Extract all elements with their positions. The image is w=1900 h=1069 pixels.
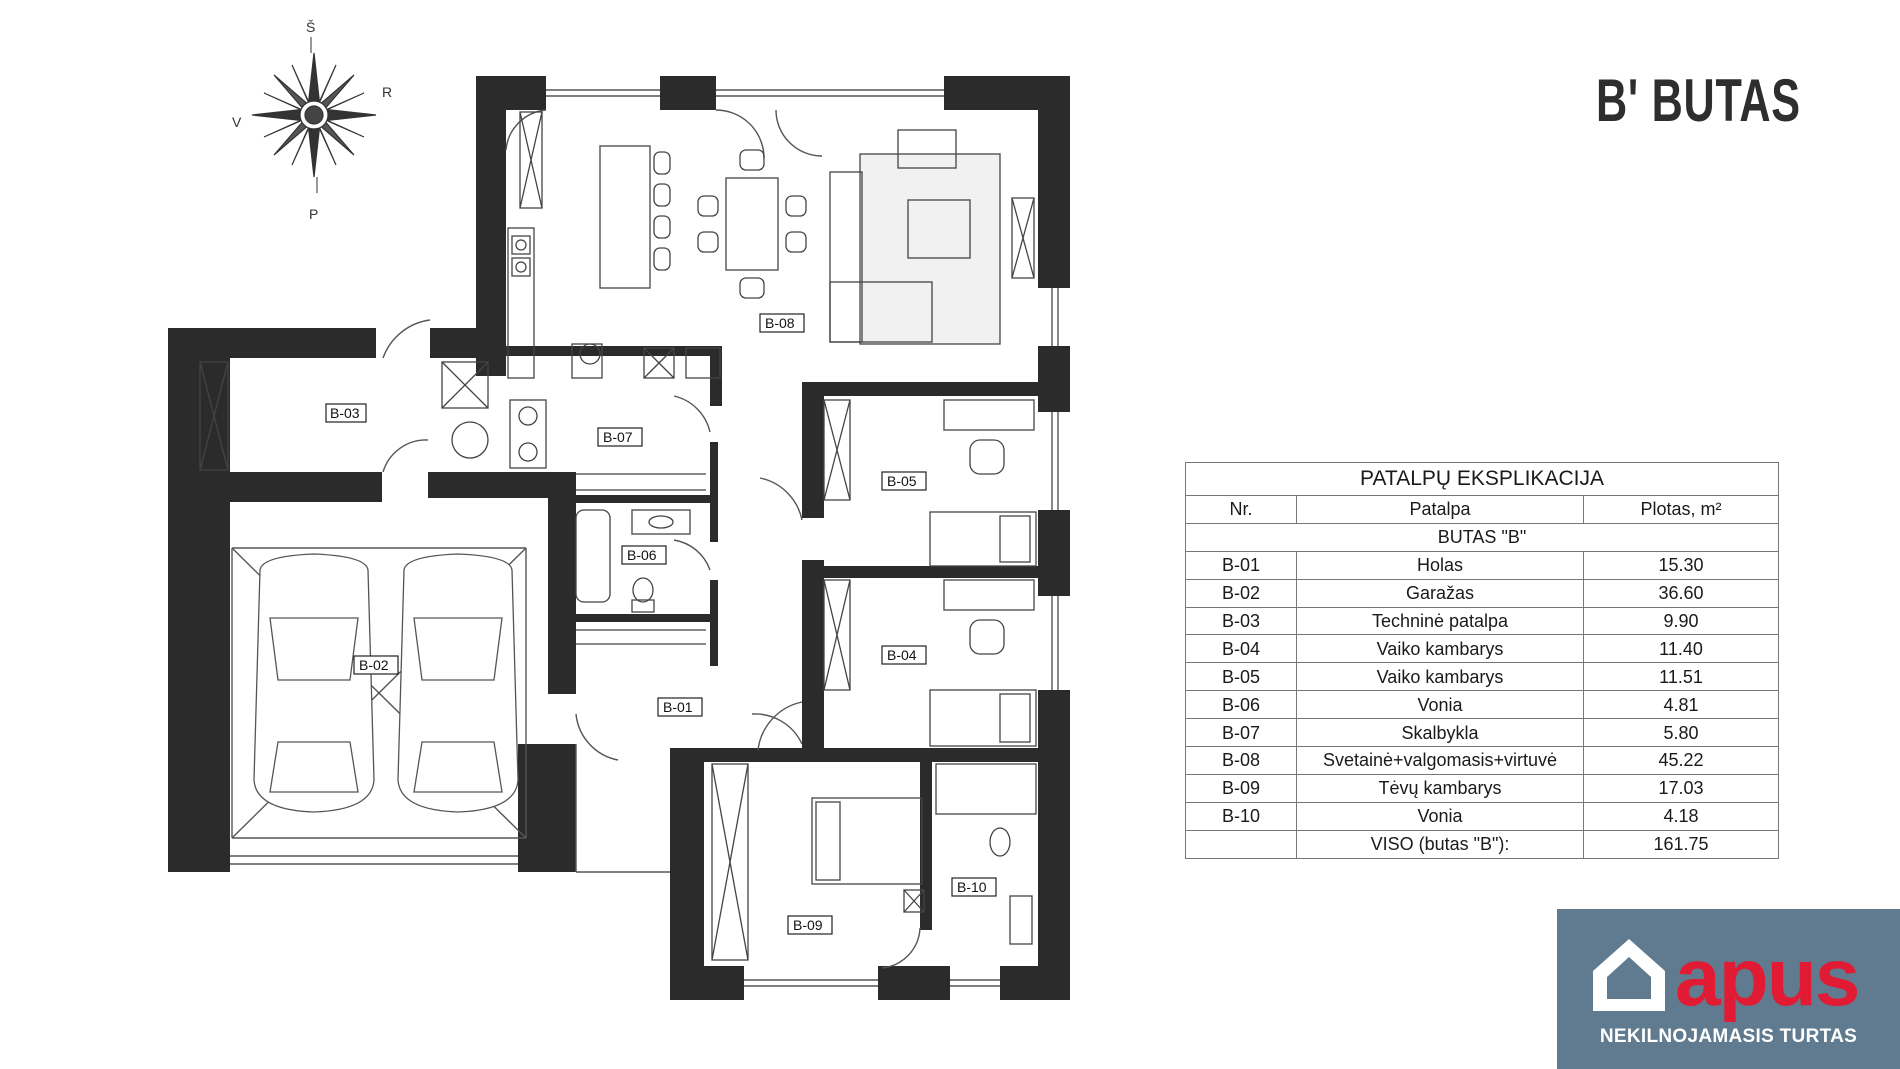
plan-title: B' BUTAS [1596, 67, 1801, 134]
cell-nr: B-09 [1185, 773, 1297, 803]
cell-nr: B-07 [1185, 718, 1297, 748]
cell-area: 17.03 [1583, 773, 1779, 803]
cell-area: 11.51 [1583, 662, 1779, 692]
room-label-b02: B-02 [359, 657, 389, 673]
cell-room: Techninė patalpa [1296, 606, 1584, 636]
room-label-b10: B-10 [957, 879, 987, 895]
cell-room: Vonia [1296, 690, 1584, 720]
cell-room: Holas [1296, 550, 1584, 580]
compass-rose: Š P R V [232, 19, 392, 222]
header-room: Patalpa [1296, 495, 1584, 524]
cell-nr: B-01 [1185, 550, 1297, 580]
room-label-b03: B-03 [330, 405, 360, 421]
cell-room: Vaiko kambarys [1296, 634, 1584, 664]
table-title: PATALPŲ EKSPLIKACIJA [1185, 462, 1779, 496]
cell-nr: B-08 [1185, 746, 1297, 775]
room-label-b01: B-01 [663, 699, 693, 715]
room-label-b07: B-07 [603, 429, 633, 445]
cell-nr: B-06 [1185, 690, 1297, 720]
room-label-b06: B-06 [627, 547, 657, 563]
cell-room: Vaiko kambarys [1296, 662, 1584, 692]
cell-nr: B-02 [1185, 578, 1297, 608]
cell-nr: B-10 [1185, 801, 1297, 831]
logo-tagline: NEKILNOJAMASIS TURTAS [1599, 1026, 1858, 1047]
cell-nr: B-05 [1185, 662, 1297, 692]
cell-area: 11.40 [1583, 634, 1779, 664]
house-icon [1593, 939, 1665, 1011]
cell-nr: B-03 [1185, 606, 1297, 636]
cell-area: 5.80 [1583, 718, 1779, 748]
cell-room: Vonia [1296, 801, 1584, 831]
table-total-row: VISO (butas "B"): 161.75 [1185, 829, 1779, 859]
total-value: 161.75 [1583, 829, 1779, 859]
cell-nr: B-04 [1185, 634, 1297, 664]
logo-wordmark: apus [1675, 932, 1860, 1023]
compass-south: P [309, 206, 318, 222]
total-label: VISO (butas "B"): [1296, 829, 1584, 859]
room-label-b05: B-05 [887, 473, 917, 489]
cell-area: 9.90 [1583, 606, 1779, 636]
apus-logo: apus NEKILNOJAMASIS TURTAS [1557, 909, 1900, 1069]
room-label-b09: B-09 [793, 917, 823, 933]
cell-room: Tėvų kambarys [1296, 773, 1584, 803]
table-section: BUTAS "B" [1185, 522, 1779, 552]
table-header-row: Nr. Patalpa Plotas, m² [1185, 495, 1779, 524]
room-labels: B-03 B-07 B-08 B-05 B-06 B-04 B-02 B-01 … [325, 313, 997, 935]
compass-west: V [232, 114, 242, 130]
cell-room: Skalbykla [1296, 718, 1584, 748]
cell-area: 45.22 [1583, 746, 1779, 775]
cell-area: 15.30 [1583, 550, 1779, 580]
walls [168, 76, 1070, 1000]
room-label-b04: B-04 [887, 647, 917, 663]
cell-room: Svetainė+valgomasis+virtuvė [1296, 746, 1584, 775]
compass-north: Š [306, 19, 315, 35]
header-nr: Nr. [1185, 495, 1297, 524]
cell-area: 4.18 [1583, 801, 1779, 831]
cell-area: 4.81 [1583, 690, 1779, 720]
cell-area: 36.60 [1583, 578, 1779, 608]
cell-room: Garažas [1296, 578, 1584, 608]
room-label-b08: B-08 [765, 315, 795, 331]
compass-east: R [382, 84, 392, 100]
room-explication-table: PATALPŲ EKSPLIKACIJA Nr. Patalpa Plotas,… [1185, 462, 1779, 859]
header-area: Plotas, m² [1583, 495, 1779, 524]
